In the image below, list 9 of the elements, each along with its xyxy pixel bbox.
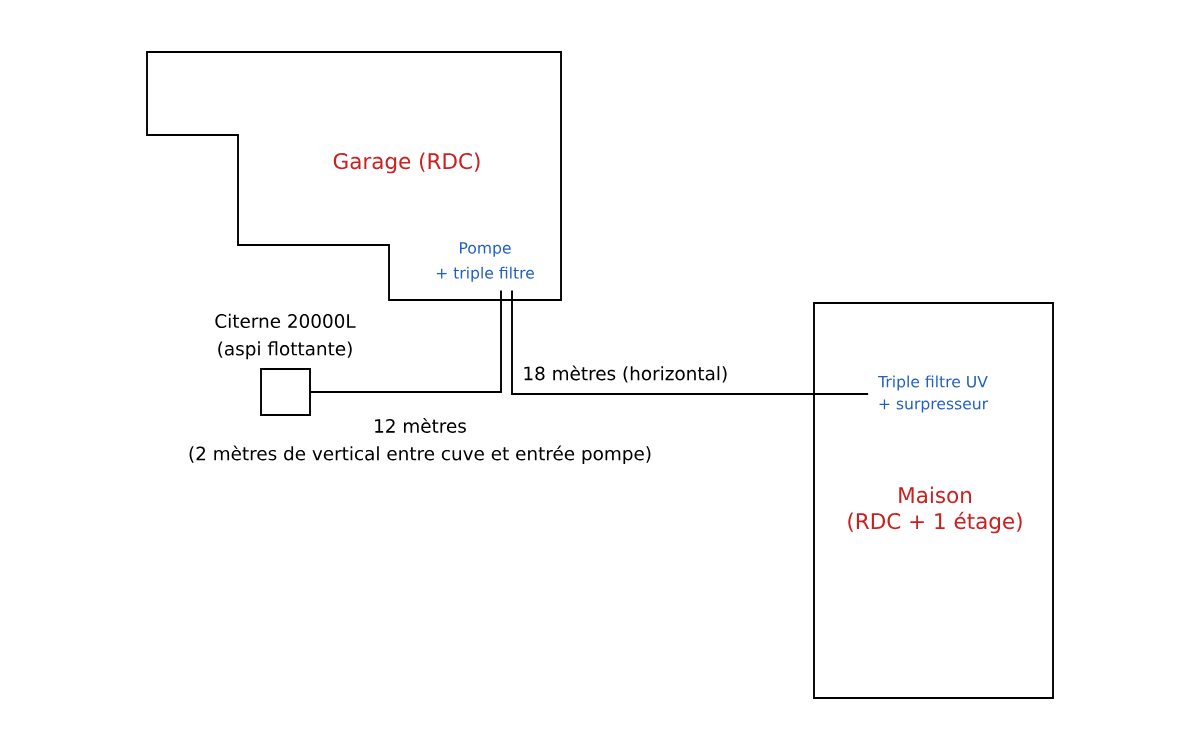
building-label: Garage (RDC) <box>333 152 480 174</box>
equipment-label: Pompe + triple filtre <box>436 242 534 282</box>
pipe-line <box>511 289 870 395</box>
building-label: Maison (RDC + 1 étage) <box>848 486 1022 534</box>
tank-label: Citerne 20000L (aspi flottante) <box>215 313 356 360</box>
edge-label: 18 mètres (horizontal) <box>524 365 727 383</box>
pipe-line <box>310 289 502 393</box>
equipment-label: Triple filtre UV + surpresseur <box>878 375 989 413</box>
edge-label: 12 mètres (2 mètres de vertical entre cuve et entrée pompe) <box>189 417 651 465</box>
